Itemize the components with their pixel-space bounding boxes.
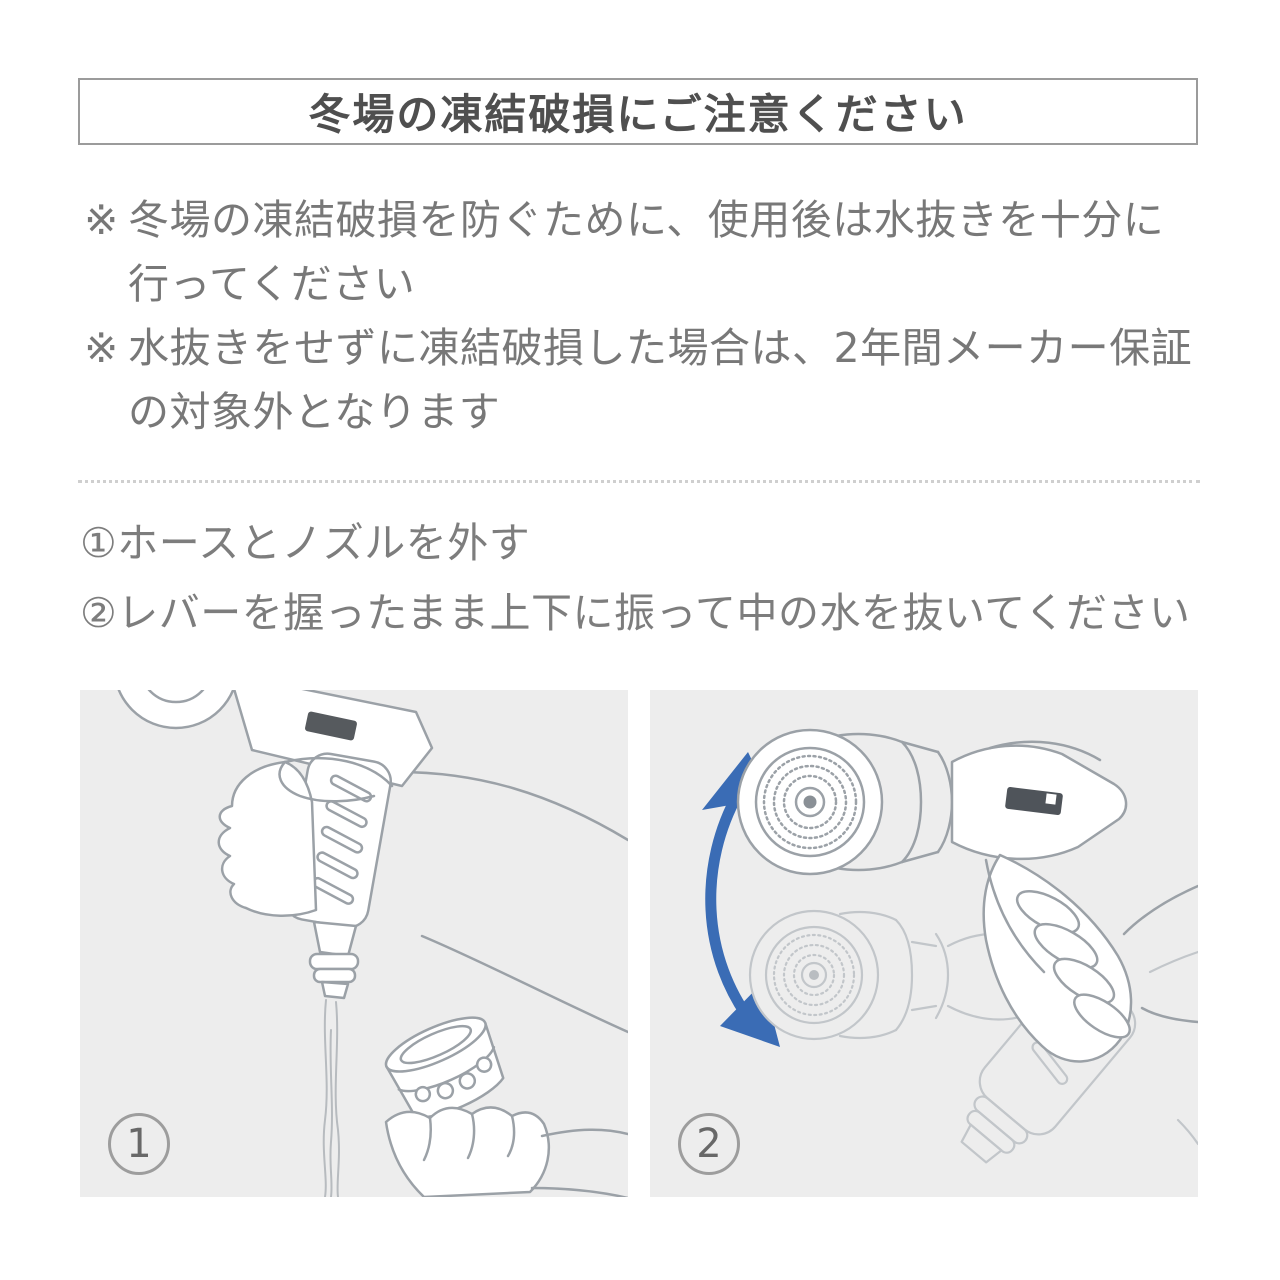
hose-connector bbox=[308, 920, 360, 1000]
note-line: 冬場の凍結破損を防ぐために、使用後は水抜きを十分に bbox=[128, 196, 1165, 244]
gun-body bbox=[233, 690, 434, 788]
nozzle-head-icon bbox=[736, 728, 884, 876]
reference-mark: ※ bbox=[84, 196, 119, 244]
note-warranty-exclusion: ※ 水抜きをせずに凍結破損した場合は、2年間メーカー保証 の対象外となります bbox=[84, 316, 1200, 444]
holding-hand bbox=[384, 1106, 628, 1197]
arm-line bbox=[1122, 884, 1198, 936]
note-line: 水抜きをせずに凍結破損した場合は、2年間メーカー保証 bbox=[128, 324, 1193, 372]
spray-gun-ghost bbox=[748, 909, 1198, 1164]
reference-mark: ※ bbox=[84, 324, 119, 372]
illustration-panel-2: 2 bbox=[650, 690, 1198, 1197]
illustration-panel-1: 1 bbox=[80, 690, 628, 1197]
gripping-hand bbox=[217, 756, 394, 918]
drain-steps: ①ホースとノズルを外す ②レバーを握ったまま上下に振って中の水を抜いてください bbox=[80, 508, 1200, 648]
detached-nozzle-cap bbox=[384, 1016, 505, 1119]
note-text: 水抜きをせずに凍結破損した場合は、2年間メーカー保証 の対象外となります bbox=[128, 316, 1200, 444]
shake-nozzle-illustration bbox=[702, 728, 1198, 1164]
title-box: 冬場の凍結破損にご注意ください bbox=[78, 78, 1198, 145]
page-title: 冬場の凍結破損にご注意ください bbox=[308, 90, 968, 139]
note-text: 冬場の凍結破損を防ぐために、使用後は水抜きを十分に 行ってください bbox=[128, 188, 1200, 316]
arm-line bbox=[1140, 1006, 1198, 1024]
water-stream bbox=[322, 999, 340, 1197]
dotted-divider bbox=[78, 480, 1200, 483]
step-badge-1: 1 bbox=[108, 1113, 170, 1175]
note-line: の対象外となります bbox=[128, 388, 501, 436]
nozzle-head-icon bbox=[117, 690, 235, 730]
note-line: 行ってください bbox=[128, 260, 416, 308]
gun-body bbox=[950, 740, 1128, 861]
brand-label bbox=[305, 711, 357, 741]
spray-gun-drawing bbox=[736, 728, 1198, 1063]
gripping-hand bbox=[982, 853, 1133, 1063]
step-1-remove-hose-nozzle: ①ホースとノズルを外す bbox=[80, 519, 531, 567]
drain-water-illustration bbox=[117, 690, 628, 1197]
arm-lines bbox=[396, 770, 628, 1034]
step-badge-2: 2 bbox=[678, 1113, 740, 1175]
note-drain-after-use: ※ 冬場の凍結破損を防ぐために、使用後は水抜きを十分に 行ってください bbox=[84, 188, 1200, 316]
step-2-shake-out-water: ②レバーを握ったまま上下に振って中の水を抜いてください bbox=[80, 589, 1191, 637]
warning-notes: ※ 冬場の凍結破損を防ぐために、使用後は水抜きを十分に 行ってください ※ 水抜… bbox=[84, 188, 1200, 444]
